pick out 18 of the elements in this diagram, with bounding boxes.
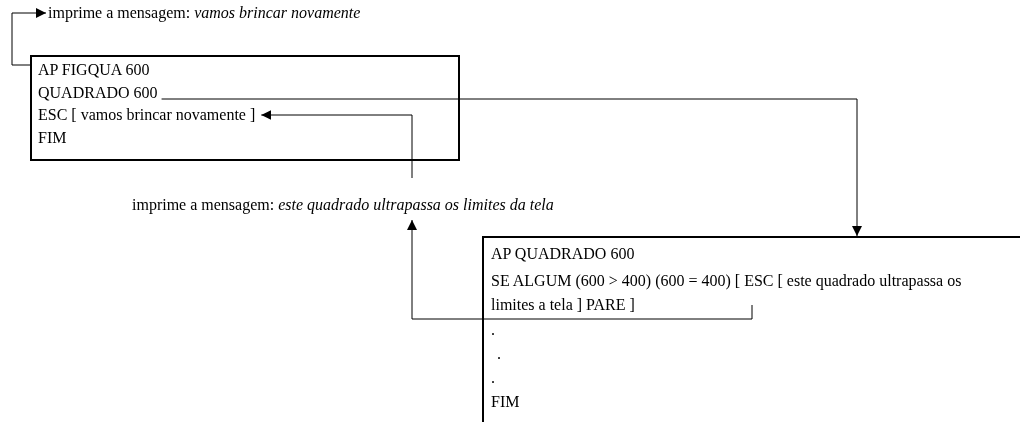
code-line: . xyxy=(491,318,495,342)
code-line: SE ALGUM (600 > 400) (600 = 400) [ ESC [ este quadrado ultrapassa os limites a tela ] PARE ] xyxy=(491,269,981,317)
code-line: AP QUADRADO 600 xyxy=(491,242,635,266)
code-line: . xyxy=(497,342,501,366)
message-text: imprime a mensagem: este quadrado ultrapassa os limites da tela xyxy=(132,194,554,216)
code-box xyxy=(482,236,1020,422)
arrow xyxy=(407,219,753,320)
code-box xyxy=(30,55,460,161)
arrow xyxy=(161,98,862,237)
code-line: FIM xyxy=(38,127,67,149)
arrow xyxy=(11,8,47,66)
code-line: FIM xyxy=(491,390,520,414)
code-line: ESC [ vamos brincar novamente ] xyxy=(38,104,256,126)
arrow xyxy=(260,110,413,179)
code-line: . xyxy=(491,366,495,390)
code-line: AP FIGQUA 600 xyxy=(38,59,150,81)
code-line: QUADRADO 600 xyxy=(38,82,158,104)
message-text: imprime a mensagem: vamos brincar novamente xyxy=(48,2,361,24)
